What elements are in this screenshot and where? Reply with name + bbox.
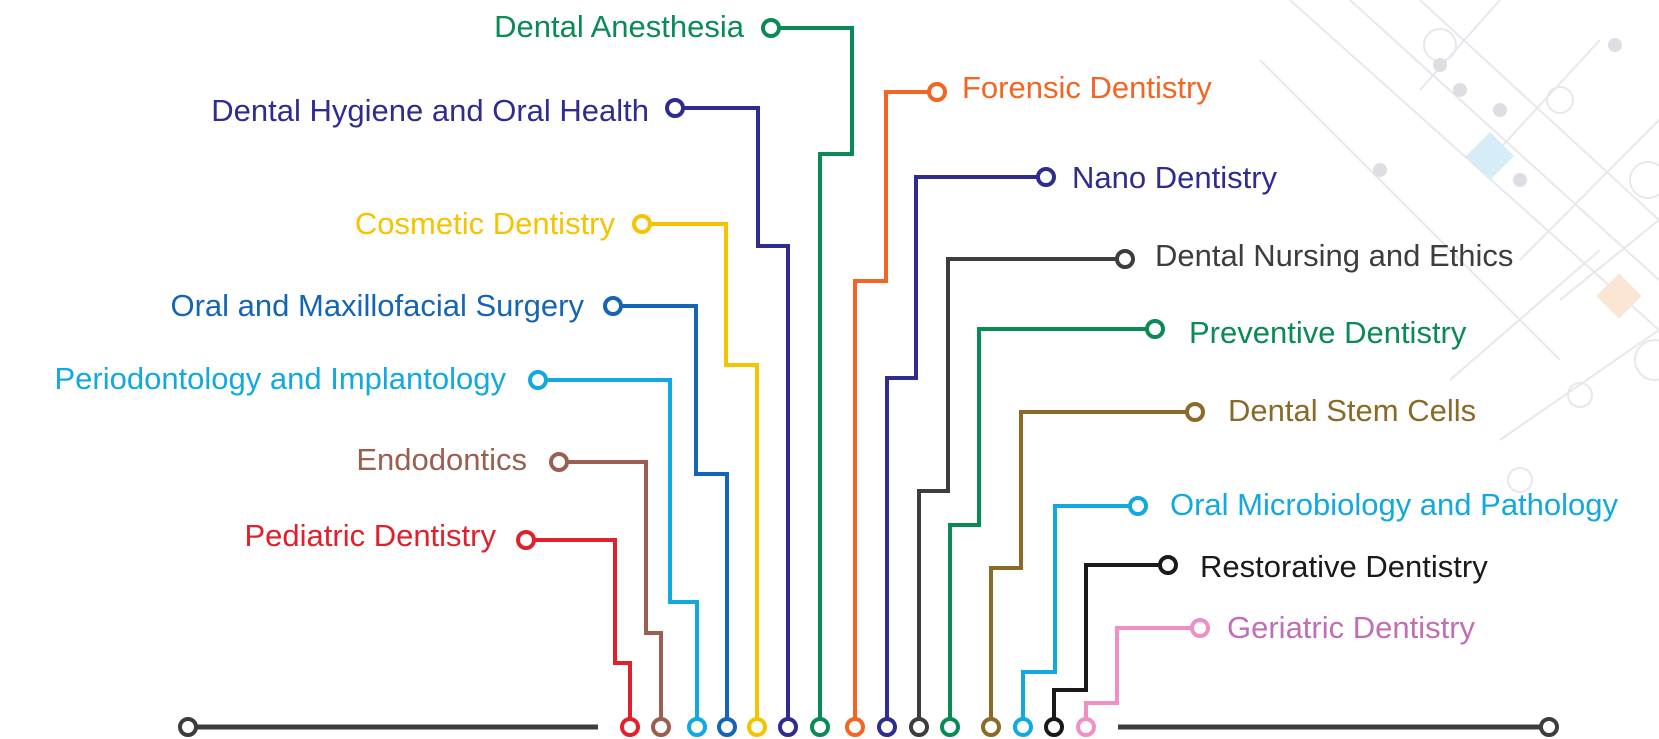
left-branch-1-base-node — [778, 717, 798, 737]
right-branch-0-base-node — [845, 717, 865, 737]
decor-dot — [1513, 173, 1527, 187]
baseline-right-end-node — [1539, 717, 1559, 737]
right-branch-3-end-node — [1145, 319, 1165, 339]
right-branch-1-line — [885, 175, 1038, 727]
label-nano-dentistry: Nano Dentistry — [1072, 160, 1278, 195]
right-branch-4-end-node — [1185, 402, 1205, 422]
right-branch-7-base-node — [1076, 717, 1096, 737]
left-branch-3-line — [621, 304, 729, 727]
label-preventive-dentistry: Preventive Dentistry — [1189, 315, 1467, 350]
label-restorative-dentistry: Restorative Dentistry — [1200, 549, 1488, 584]
decor-line — [1559, 219, 1659, 301]
decor-ring — [1634, 339, 1659, 381]
left-branch-5-line — [567, 460, 663, 727]
left-branch-3-end-node — [603, 296, 623, 316]
branch-lines — [516, 18, 1210, 737]
left-branch-5-end-node — [549, 452, 569, 472]
decor-ring — [1546, 86, 1574, 114]
left-branch-0-base-node — [810, 717, 830, 737]
left-branch-4-base-node — [687, 717, 707, 737]
left-branch-0-end-node — [761, 18, 781, 38]
left-branch-3-base-node — [717, 717, 737, 737]
decor-dot — [1493, 103, 1507, 117]
decor-line — [1499, 329, 1659, 441]
decor-dot — [1373, 163, 1387, 177]
label-oral-maxillofacial-surgery: Oral and Maxillofacial Surgery — [170, 288, 584, 323]
decor-line — [1419, 0, 1659, 221]
decor-dot — [1453, 83, 1467, 97]
left-branch-4-end-node — [528, 370, 548, 390]
left-branch-1-end-node — [665, 98, 685, 118]
left-branch-6-end-node — [516, 530, 536, 550]
decor-diamond-blue — [1465, 131, 1515, 181]
label-endodontics: Endodontics — [356, 442, 527, 477]
left-branch-0-line — [779, 26, 854, 727]
decor-line — [1349, 0, 1659, 281]
label-geriatric-dentistry: Geriatric Dentistry — [1227, 610, 1476, 645]
right-branch-1-end-node — [1036, 167, 1056, 187]
label-oral-microbiology-pathology: Oral Microbiology and Pathology — [1170, 487, 1619, 522]
baseline-left-end-node — [178, 717, 198, 737]
right-branch-2-line — [917, 257, 1117, 727]
right-branch-6-line — [1052, 563, 1160, 727]
right-branch-6-base-node — [1044, 717, 1064, 737]
decor-line — [1289, 0, 1659, 331]
label-dental-nursing-ethics: Dental Nursing and Ethics — [1155, 238, 1514, 273]
label-dental-stem-cells: Dental Stem Cells — [1228, 393, 1477, 428]
left-branch-2-base-node — [747, 717, 767, 737]
left-branch-5-base-node — [651, 717, 671, 737]
decor-ring — [1423, 28, 1457, 62]
baseline — [178, 717, 1559, 737]
right-branch-5-line — [1021, 504, 1130, 727]
left-branch-2-end-node — [632, 214, 652, 234]
decor-line — [1259, 59, 1561, 361]
label-periodontology-implantology: Periodontology and Implantology — [54, 361, 506, 396]
right-branch-0-end-node — [927, 82, 947, 102]
right-branch-7-line — [1084, 626, 1192, 727]
right-branch-7-end-node — [1190, 618, 1210, 638]
decor-line — [1519, 119, 1659, 261]
left-branch-2-line — [650, 222, 759, 727]
decor-ring — [1507, 467, 1533, 493]
decor-dot — [1433, 58, 1447, 72]
label-pediatric-dentistry: Pediatric Dentistry — [244, 518, 496, 553]
label-dental-anesthesia: Dental Anesthesia — [494, 9, 744, 44]
right-branch-5-base-node — [1013, 717, 1033, 737]
decor-ring — [1629, 161, 1659, 199]
label-forensic-dentistry: Forensic Dentistry — [962, 70, 1212, 105]
right-branch-0-line — [853, 90, 929, 727]
right-branch-3-line — [948, 327, 1147, 727]
right-branch-1-base-node — [877, 717, 897, 737]
right-branch-5-end-node — [1128, 496, 1148, 516]
decor-line — [1449, 249, 1601, 381]
label-cosmetic-dentistry: Cosmetic Dentistry — [354, 206, 615, 241]
decor-ring — [1567, 382, 1593, 408]
right-branch-6-end-node — [1158, 555, 1178, 575]
right-branch-2-end-node — [1115, 249, 1135, 269]
right-branch-4-base-node — [981, 717, 1001, 737]
left-branch-6-line — [534, 538, 632, 727]
right-branch-4-line — [989, 410, 1187, 727]
left-branch-1-line — [683, 106, 790, 727]
label-dental-hygiene: Dental Hygiene and Oral Health — [211, 93, 649, 128]
left-branch-4-line — [546, 378, 699, 727]
decor-line — [1419, 0, 1501, 91]
decor-dot — [1608, 38, 1622, 52]
right-branch-3-base-node — [940, 717, 960, 737]
left-branch-6-base-node — [620, 717, 640, 737]
right-branch-2-base-node — [909, 717, 929, 737]
